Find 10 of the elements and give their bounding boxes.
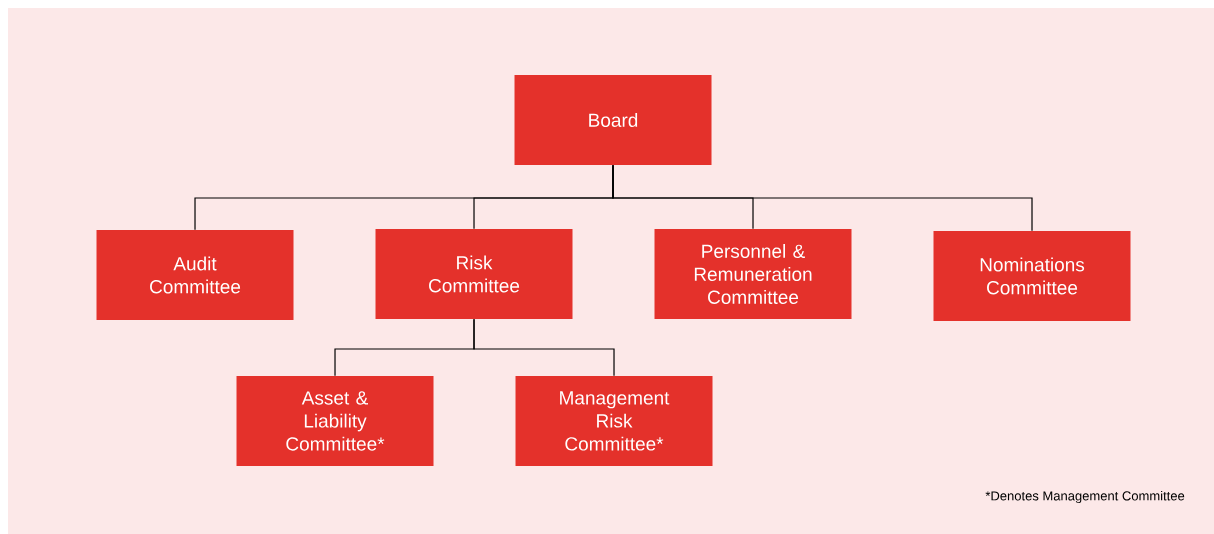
committee-box: Asset & Liability Committee* bbox=[236, 376, 434, 466]
committee-box: Nominations Committee bbox=[933, 231, 1131, 321]
connector-line bbox=[473, 318, 615, 377]
connector-line bbox=[612, 164, 1033, 232]
committee-box: Management Risk Committee* bbox=[515, 376, 713, 466]
committee-box: Audit Committee bbox=[96, 230, 294, 320]
footnote: *Denotes Management Committee bbox=[985, 490, 1185, 504]
committee-box: Risk Committee bbox=[375, 229, 573, 319]
committee-box: Board bbox=[514, 75, 712, 165]
committee-box: Personnel & Remuneration Committee bbox=[654, 229, 852, 319]
